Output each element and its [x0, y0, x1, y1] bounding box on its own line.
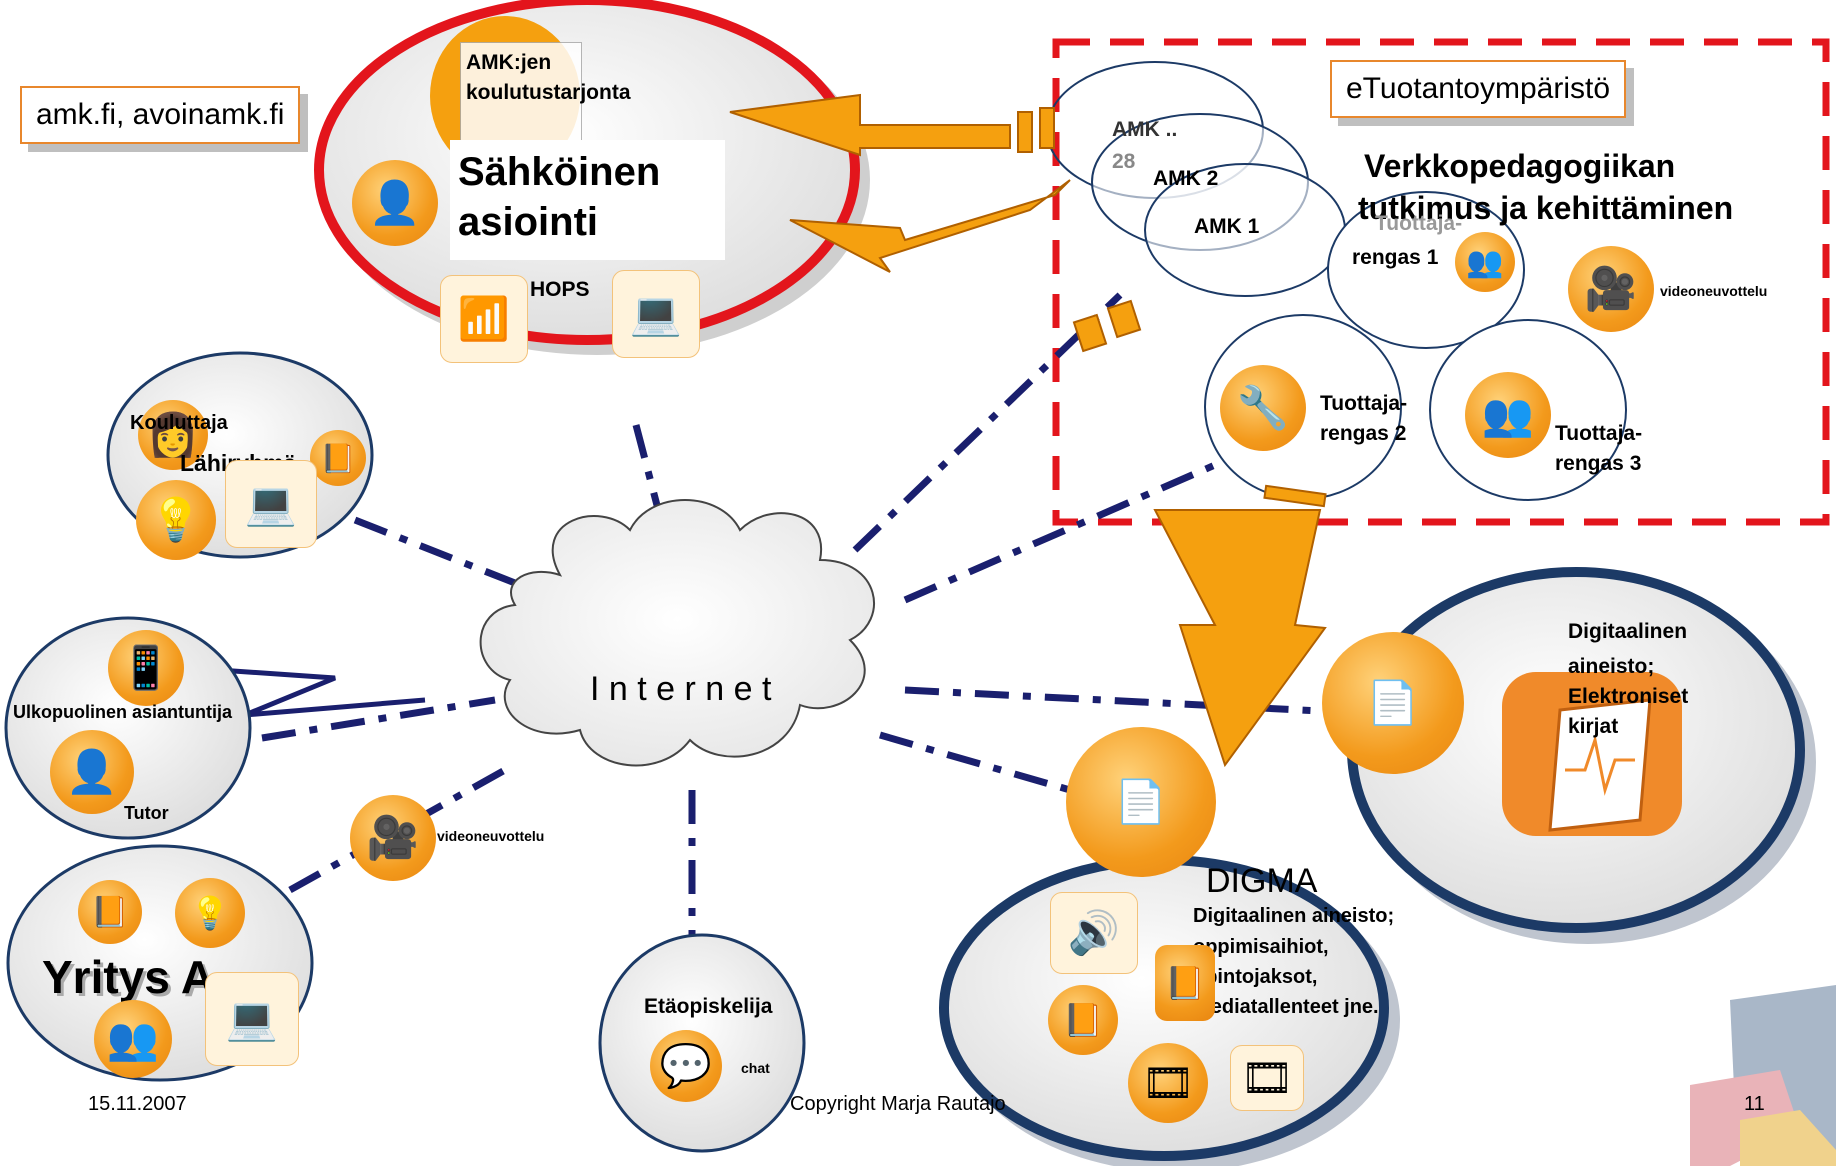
company-pc-icon: 💻 — [205, 972, 299, 1066]
arrow-to-eservice-1 — [729, 93, 1011, 157]
ring1-group-icon: 👥 — [1455, 232, 1515, 292]
ring3-label-1: Tuottaja- — [1555, 422, 1643, 445]
digital-doc-icon: 📄 — [1322, 632, 1464, 774]
video-camera-icon: 🎥 — [1568, 246, 1654, 332]
digma-title: DIGMA — [1206, 862, 1318, 900]
digma-line-3: opintojaksot, — [1193, 966, 1318, 988]
amk2-label: AMK 2 — [1153, 167, 1219, 190]
footer-copyright: Copyright Marja Rautajo — [790, 1093, 1006, 1115]
link-external — [261, 696, 496, 742]
portals-box: amk.fi, avoinamk.fi — [20, 86, 301, 144]
digma-line-2: oppimisaihiot, — [1193, 936, 1329, 958]
digital-line-4: kirjat — [1568, 715, 1619, 738]
digital-line-1: Digitaalinen — [1568, 620, 1688, 643]
production-frame — [1052, 38, 1830, 526]
internet-cloud — [479, 499, 875, 767]
ring2-label-2: rengas 2 — [1320, 422, 1407, 445]
arrow-to-eservice-2 — [789, 179, 1071, 273]
expert-label: Ulkopuolinen asiantuntija — [13, 702, 233, 722]
production-label: eTuotantoympäristö — [1346, 72, 1611, 105]
hops-label: HOPS — [530, 278, 590, 301]
film-icon: 🎞 — [1128, 1043, 1208, 1123]
production-box: eTuotantoympäristö — [1330, 60, 1627, 118]
pc-user-icon: 💻 — [225, 460, 317, 548]
company-book-icon: 📙 — [78, 880, 142, 944]
link-local-group — [353, 516, 522, 589]
company-name: Yritys A — [42, 951, 215, 1003]
digma-book-icon: 📙 — [1048, 985, 1118, 1055]
corner-cubes — [1690, 985, 1836, 1166]
chat-label: chat — [741, 1060, 770, 1076]
digital-line-3: Elektroniset — [1568, 685, 1689, 708]
catalog-label: AMK:jen koulutustarjonta — [466, 51, 631, 104]
company-idea-icon: 💡 — [175, 878, 245, 948]
research-title-2: tutkimus ja kehittäminen — [1358, 190, 1734, 226]
ring-video-label: videoneuvottelu — [1660, 283, 1768, 299]
footer-page-number: 11 — [1744, 1093, 1765, 1115]
amk-all-label: AMK .. — [1112, 118, 1178, 141]
digital-line-2: aineisto; — [1568, 655, 1655, 678]
amk-28-label: 28 — [1112, 150, 1136, 173]
distance-student-label: Etäopiskelija — [644, 995, 773, 1018]
ring3-group-icon: 👥 — [1465, 372, 1551, 458]
group-idea-icon: 💡 — [136, 480, 216, 560]
link-amk — [852, 292, 1123, 553]
digma-line-1: Digitaalinen aineisto; — [1193, 905, 1395, 927]
tutor-icon: 👤 — [50, 730, 134, 814]
footer-date: 15.11.2007 — [88, 1093, 187, 1115]
chat-icon: 💬 — [650, 1030, 722, 1102]
eservice-title-2: asiointi — [458, 200, 599, 244]
computer-user-icon: 💻 — [612, 270, 700, 358]
ring2-tools-icon: 🔧 — [1220, 365, 1306, 451]
book-icon: 📙 — [310, 430, 366, 486]
ring1-label-2: rengas 1 — [1352, 246, 1439, 269]
person-form-icon: 👤 — [352, 160, 438, 246]
portals-label: amk.fi, avoinamk.fi — [36, 98, 285, 131]
digma-line-4: mediatallenteet jne. — [1193, 996, 1379, 1018]
link-ring2 — [903, 461, 1217, 604]
trainer-label: Kouluttaja — [130, 412, 228, 434]
amk1-label: AMK 1 — [1194, 215, 1260, 238]
digma-doc-small-icon: 📙 — [1155, 945, 1215, 1021]
eservice-title-1: Sähköinen — [458, 150, 661, 194]
phone-zigzag — [189, 665, 426, 718]
internet-label: I n t e r n e t — [590, 670, 772, 708]
arrow-to-digma — [1153, 509, 1327, 768]
eservice-title-backdrop — [450, 140, 725, 260]
ring3-label-2: rengas 3 — [1555, 452, 1642, 475]
film-reel-icon: 🎞 — [1230, 1045, 1304, 1111]
audio-icon: 🔊 — [1050, 892, 1138, 974]
ring2-label-1: Tuottaja- — [1320, 392, 1408, 415]
company-video-label: videoneuvottelu — [437, 828, 545, 844]
research-title-1: Verkkopedagogiikan — [1364, 148, 1676, 184]
steps-icon: 📶 — [440, 275, 528, 363]
arrows — [729, 93, 1327, 768]
ring1-ellipse — [1327, 191, 1525, 349]
phone-person-icon: 📱 — [108, 630, 184, 706]
link-digma — [879, 731, 1071, 794]
company-group-icon: 👥 — [94, 1000, 172, 1078]
company-video-icon: 🎥 — [350, 795, 436, 881]
link-eservice — [632, 424, 674, 556]
tutor-label: Tutor — [124, 803, 169, 823]
digma-doc-icon: 📄 — [1066, 727, 1216, 877]
ring1-label-1: Tuottaja- — [1375, 212, 1463, 235]
trainer-icon: 👩 — [138, 400, 208, 470]
